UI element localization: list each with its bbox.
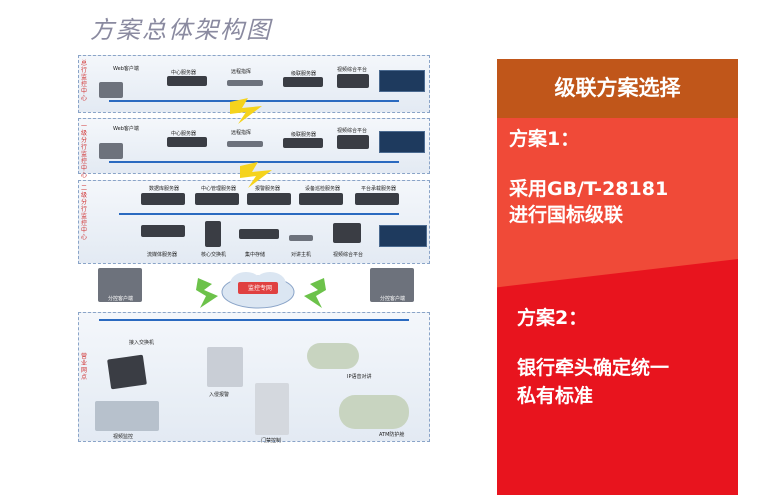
node-label: ATM防护舱 [379, 432, 405, 438]
node-label: 中心服务器 [171, 70, 197, 76]
web-client-icon [99, 82, 123, 98]
panel-outlet-label: 营业网点 [81, 353, 88, 381]
node-label: 中心管理服务器 [201, 186, 237, 192]
alarm-server-icon [247, 193, 291, 205]
lightning-bolt-icon [230, 98, 262, 124]
node-label: 报警服务器 [255, 186, 281, 192]
client-label: 分控客户端 [108, 296, 134, 302]
node-label: IP语音对讲 [347, 374, 372, 380]
lightning-bolt-icon [304, 278, 326, 308]
network-label: 监控专网 [248, 285, 273, 292]
server-icon [141, 193, 185, 205]
network-bus [109, 161, 399, 163]
operator-photo-left [98, 268, 142, 302]
node-label: 门禁控制 [261, 438, 282, 444]
network-bus [99, 319, 409, 321]
storage-icon [239, 229, 279, 239]
node-label: 数据库服务器 [149, 186, 180, 192]
access-switch-icon [107, 354, 147, 390]
rack-icon [337, 74, 369, 88]
keyboard-icon [227, 141, 263, 147]
video-wall-icon [379, 70, 425, 92]
options-header: 级联方案选择 [497, 59, 738, 118]
node-label: 视频综合平台 [333, 252, 364, 258]
panel-branch2-label: 二级分行监控中心 [81, 185, 88, 241]
panel-branch2: 二级分行监控中心 数据库服务器 中心管理服务器 报警服务器 设备巡检服务器 平台… [78, 180, 430, 264]
network-bus [109, 100, 399, 102]
video-wall-icon [379, 131, 425, 153]
server-icon [195, 193, 239, 205]
page-title: 方案总体架构图 [90, 16, 272, 44]
server-icon [167, 76, 207, 86]
node-label: 远程指挥 [231, 69, 252, 75]
node-label: 中心服务器 [171, 131, 197, 137]
client-label: 分控客户端 [380, 296, 406, 302]
keyboard-icon [227, 80, 263, 86]
atm-booth-icon [339, 395, 409, 429]
switch-tower-icon [205, 221, 221, 247]
video-wall-icon [379, 225, 427, 247]
node-label: 级联服务器 [291, 132, 317, 138]
operator-photo-right [370, 268, 414, 302]
panel-branch1-label: 一级分行监控中心 [81, 123, 88, 179]
alarm-panel-icon [207, 347, 243, 387]
node-label: 平台承载服务器 [361, 186, 397, 192]
option2-title: 方案2： [517, 307, 588, 329]
option2-line2: 私有标准 [517, 385, 594, 407]
node-label: Web客户端 [113, 126, 139, 132]
option1-line2: 进行国标级联 [509, 204, 624, 226]
rack-icon [333, 223, 361, 243]
node-label: 入侵报警 [209, 392, 230, 398]
option1-title: 方案1： [509, 128, 580, 150]
server-icon [141, 225, 185, 237]
node-label: 集中存储 [245, 252, 266, 258]
node-label: 核心交换机 [201, 252, 227, 258]
web-client-icon [99, 143, 123, 159]
ip-intercom-icon [307, 343, 359, 369]
lightning-bolt-icon [240, 162, 272, 188]
node-label: 级联服务器 [291, 71, 317, 77]
option2-line1: 银行牵头确定统一 [517, 357, 670, 379]
camera-group-icon [95, 401, 159, 431]
network-bus [119, 213, 399, 215]
node-label: 视频综合平台 [337, 128, 368, 134]
option2-card: 方案2： 银行牵头确定统一 私有标准 [497, 259, 738, 495]
network-cloud-icon [221, 272, 295, 309]
node-label: 接入交换机 [129, 340, 155, 346]
node-label: 远程指挥 [231, 130, 252, 136]
door-control-icon [255, 383, 289, 435]
node-label: 视频监控 [113, 434, 134, 440]
node-label: Web客户端 [113, 66, 139, 72]
lightning-bolt-icon [196, 278, 218, 308]
panel-hq-label: 总行监控中心 [81, 60, 88, 102]
node-label: 设备巡检服务器 [305, 186, 341, 192]
server-icon [283, 77, 323, 87]
node-label: 视频综合平台 [337, 67, 368, 73]
server-icon [355, 193, 399, 205]
rack-icon [337, 135, 369, 149]
server-icon [299, 193, 343, 205]
node-label: 对讲主机 [291, 252, 312, 258]
architecture-diagram: 总行监控中心 Web客户端 中心服务器 远程指挥 级联服务器 视频综合平台 一级… [78, 50, 430, 444]
panel-outlet: 营业网点 接入交换机 入侵报警 视频监控 门禁控制 IP语音对讲 ATM防护舱 [78, 312, 430, 444]
node-label: 流媒体服务器 [147, 252, 178, 258]
panel-hq: 总行监控中心 Web客户端 中心服务器 远程指挥 级联服务器 视频综合平台 [78, 55, 430, 113]
intercom-host-icon [289, 235, 313, 241]
server-icon [167, 137, 207, 147]
server-icon [283, 138, 323, 148]
option1-line1: 采用GB/T-28181 [509, 178, 669, 200]
